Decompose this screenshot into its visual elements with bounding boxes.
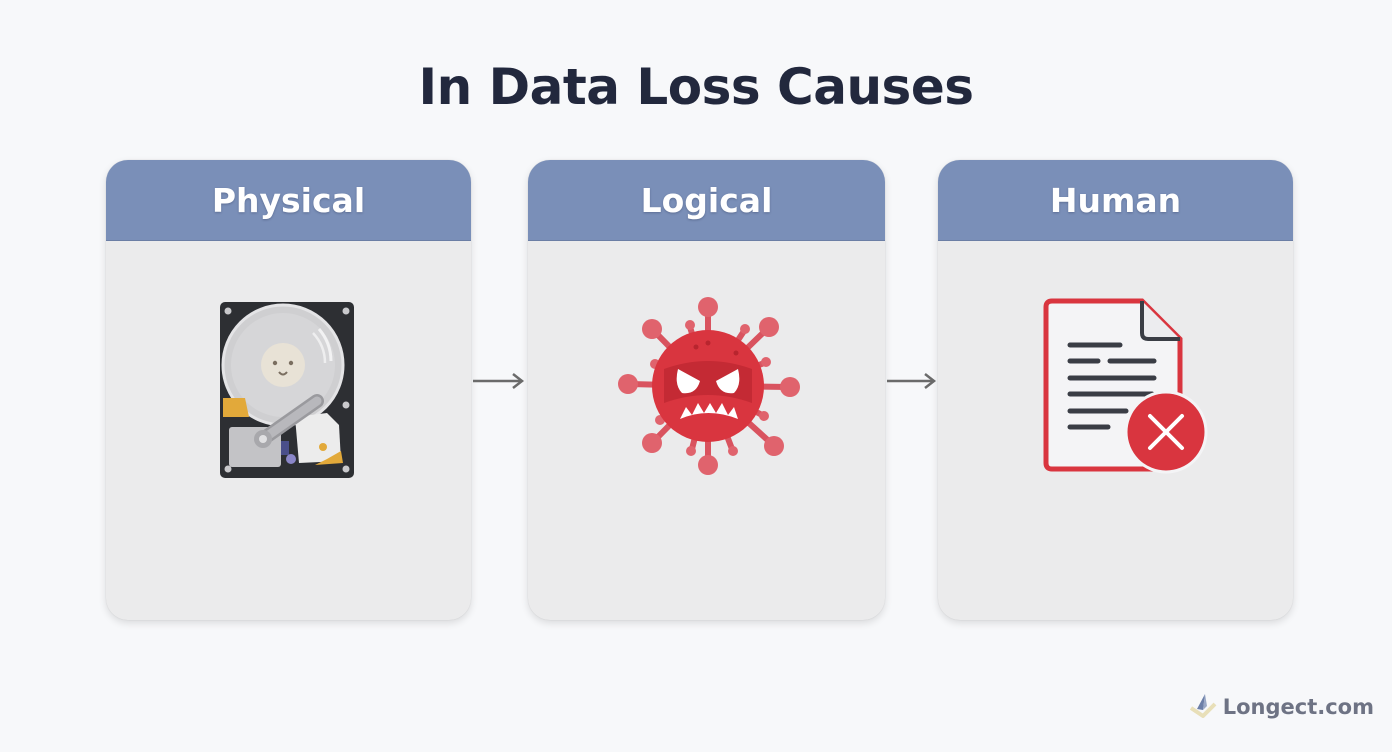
arrow-right-icon <box>471 371 526 395</box>
card-header-human: Human <box>938 160 1293 241</box>
card-header-logical: Logical <box>528 160 885 241</box>
hard-drive-icon <box>219 301 355 483</box>
card-header-physical: Physical <box>106 160 471 241</box>
card-body-logical <box>528 241 885 620</box>
virus-icon <box>612 291 808 485</box>
document-error-icon <box>1042 297 1212 481</box>
arrow-right-icon <box>883 371 938 395</box>
card-body-human <box>938 241 1293 620</box>
card-physical: Physical <box>106 160 471 620</box>
diagram-title: In Data Loss Causes <box>418 58 974 116</box>
card-logical: Logical <box>528 160 885 620</box>
logo-icon <box>1189 692 1217 722</box>
card-human: Human <box>938 160 1293 620</box>
brand-name: Longect.com <box>1222 695 1374 719</box>
card-body-physical <box>106 241 471 620</box>
brand-logo: Longect.com <box>1189 692 1374 722</box>
